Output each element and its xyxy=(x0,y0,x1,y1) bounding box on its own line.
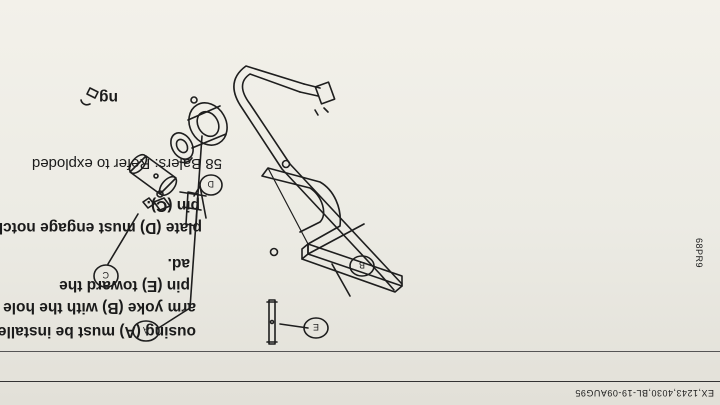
callout-e: E xyxy=(313,322,319,332)
callout-b: B xyxy=(359,260,365,270)
yoke-b xyxy=(261,167,365,255)
callout-circle-d xyxy=(199,174,223,196)
pin-e xyxy=(268,299,276,345)
callout-circle-c xyxy=(93,264,119,288)
pin-c xyxy=(129,155,177,195)
callout-circle-a xyxy=(132,320,160,342)
callout-a: A xyxy=(143,325,149,335)
leader-d xyxy=(193,185,207,219)
callout-circle-b xyxy=(349,255,375,277)
callout-c: C xyxy=(102,270,109,280)
tie-rod xyxy=(241,73,403,285)
leader-c xyxy=(107,213,139,265)
housing-a xyxy=(188,102,228,146)
leader-a xyxy=(156,135,203,330)
callout-d: D xyxy=(207,179,214,189)
hardware-cluster xyxy=(153,197,171,211)
leader-b xyxy=(331,263,351,297)
callout-circle-e xyxy=(303,317,329,339)
square-tube xyxy=(307,243,403,287)
